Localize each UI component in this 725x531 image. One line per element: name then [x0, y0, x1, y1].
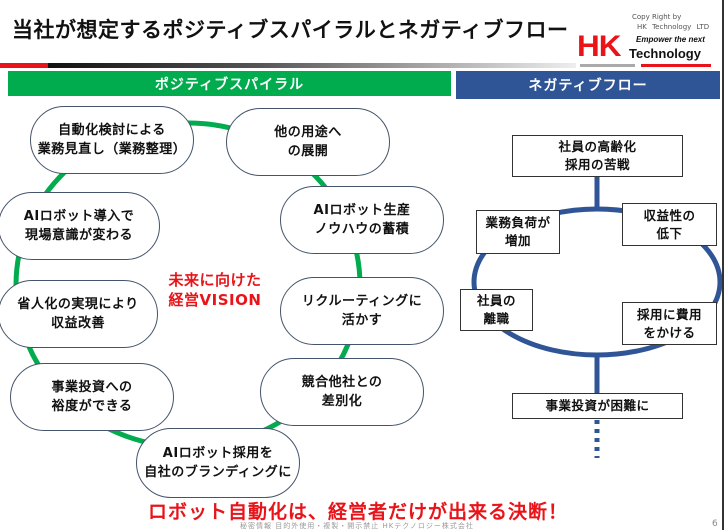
step-text-line2: 収益改善 [50, 316, 105, 331]
slogan: ロボット自動化は、経営者だけが出来る決断！ [148, 501, 569, 523]
box-text-line2: 増加 [504, 233, 531, 248]
step-text-line1: リクルーティングに [301, 294, 423, 309]
box-text-line1: 社員の高齢化 [558, 139, 637, 154]
box-text-line1: 採用に費用 [636, 306, 702, 322]
confidential-footer: 秘密情報 目的外使用・複製・開示禁止 HKテクノロジー株式会社 [240, 522, 474, 530]
logo-underline-red [641, 64, 711, 67]
negative-flow-header: ネガティブフロー [456, 71, 720, 99]
copyright-line1: Copy Right by [632, 13, 682, 21]
box-text-line1: 社員の [476, 293, 516, 308]
title-divider-red [0, 63, 48, 68]
logo-brand-suffix: Technology [629, 46, 701, 61]
positive-step-7: 事業投資への裕度ができる [10, 363, 174, 431]
step-text-line1: AIロボット採用を [162, 446, 274, 461]
positive-step-6: AIロボット採用を自社のブランディングに [136, 428, 300, 498]
positive-spiral-header: ポジティブスパイラル [8, 71, 451, 96]
positive-step-2: 他の用途への展開 [226, 108, 390, 176]
positive-step-3: AIロボット生産ノウハウの蓄積 [280, 186, 444, 254]
negative-start-box: 社員の高齢化採用の苦戦 [512, 135, 683, 177]
copyright-line2: HK Technology LTD [637, 23, 710, 31]
box-text-line2: をかける [643, 324, 696, 340]
management-vision-label: 未来に向けた 経営VISION [160, 270, 270, 310]
step-text-line2: 活かす [341, 313, 383, 328]
negative-cycle-step-2: 採用に費用をかける [622, 302, 717, 345]
negative-cycle-step-3: 社員の離職 [460, 289, 533, 331]
positive-step-1: 自動化検討による業務見直し（業務整理） [30, 106, 194, 174]
step-text-line2: 現場意識が変わる [24, 228, 133, 243]
step-text-line2: 自社のブランディングに [144, 465, 292, 480]
positive-step-5: 競合他社との差別化 [260, 358, 424, 426]
title-divider-gradient [48, 63, 576, 68]
positive-step-9: AIロボット導入で現場意識が変わる [0, 192, 160, 260]
step-text-line2: の展開 [287, 144, 329, 159]
step-text-line1: AIロボット導入で [23, 209, 135, 224]
slide-right-border [722, 0, 724, 530]
step-text-line1: 競合他社との [301, 375, 383, 390]
box-text-line1: 収益性の [643, 207, 696, 223]
step-text-line2: ノウハウの蓄積 [314, 222, 410, 237]
page-number: 6 [712, 519, 718, 529]
positive-step-4: リクルーティングに活かす [280, 277, 444, 345]
slide-title: 当社が想定するポジティブスパイラルとネガティブフロー [12, 18, 569, 42]
box-text-line1: 業務負荷が [485, 215, 551, 230]
negative-cycle-step-4: 業務負荷が増加 [476, 210, 560, 254]
vision-line1: 未来に向けた [168, 271, 262, 289]
logo-tagline: Empower the next [636, 35, 705, 44]
box-text-line2: 採用の苦戦 [564, 157, 630, 172]
logo-underline-gray [580, 64, 635, 67]
box-text-line2: 離職 [483, 311, 510, 326]
step-text-line2: 業務見直し（業務整理） [37, 142, 187, 157]
positive-step-8: 省人化の実現により収益改善 [0, 280, 158, 348]
step-text-line1: 省人化の実現により [17, 297, 139, 312]
step-text-line1: 事業投資への [51, 380, 133, 395]
box-text: 事業投資が困難に [545, 398, 650, 413]
logo-brand: HK [577, 30, 621, 63]
negative-cycle-step-1: 収益性の低下 [622, 203, 717, 246]
step-text-line1: 自動化検討による [58, 123, 166, 138]
negative-end-box: 事業投資が困難に [512, 393, 683, 419]
step-text-line2: 差別化 [321, 394, 363, 409]
box-text-line2: 低下 [656, 225, 683, 241]
vision-line2: 経営VISION [168, 291, 262, 309]
step-text-line2: 裕度ができる [51, 399, 133, 414]
step-text-line1: AIロボット生産 [313, 203, 411, 218]
step-text-line1: 他の用途へ [274, 125, 342, 140]
